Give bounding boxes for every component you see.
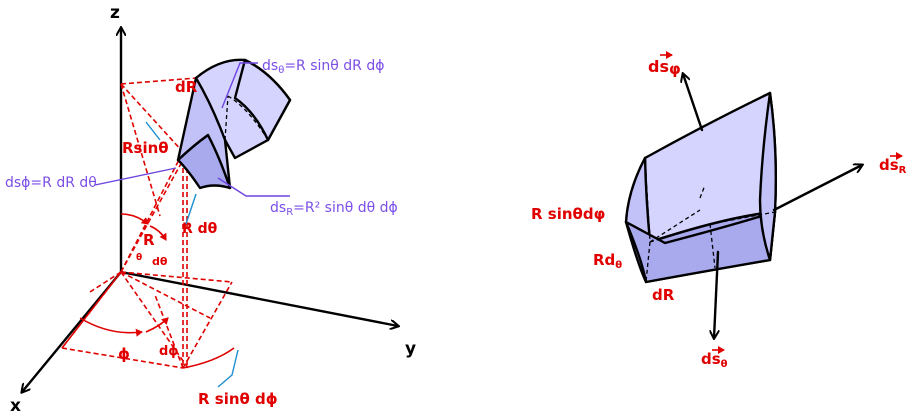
right-r-sintheta-dphi-label: R sinθdφ — [531, 205, 605, 223]
y-axis — [119, 270, 398, 326]
ds-R-formula: dsR=R² sinθ dθ dϕ — [270, 200, 398, 218]
svg-text:dsφ: dsφ — [648, 57, 681, 78]
left-rsintheta-label: Rsinθ — [122, 139, 169, 157]
ds-phi-leader — [94, 167, 177, 186]
phi-arc — [79, 317, 143, 337]
right-r-dtheta-label: Rdθ — [593, 251, 622, 271]
left-theta-label: θ — [136, 253, 142, 263]
ds-theta-leader — [221, 62, 258, 109]
right-ds-theta-label: dsθ — [701, 346, 728, 370]
x-axis-label: x — [10, 396, 21, 415]
right-diagram: dsφ dsR dsθ R sinθdφ Rdθ dR — [531, 51, 907, 370]
ds-phi-formula: dsϕ=R dR dθ — [5, 175, 97, 191]
dphi-arc — [145, 317, 169, 333]
right-dR-label: dR — [652, 286, 675, 304]
left-R-dtheta-label: R dθ — [182, 221, 218, 237]
svg-text:dsR: dsR — [879, 156, 907, 176]
left-diagram: z y x — [5, 3, 416, 415]
rsintheta-leader — [145, 121, 161, 141]
left-dtheta-label: dθ — [152, 255, 168, 268]
theta-arc — [120, 213, 149, 225]
left-R-label: R — [143, 231, 155, 249]
left-dphi-label: dϕ — [159, 344, 179, 359]
r-dtheta-leader — [185, 193, 197, 225]
construction-lines — [61, 77, 233, 369]
ds-theta-formula: dsθ=R sinθ dR dϕ — [262, 58, 384, 76]
right-ds-R-label: dsR — [879, 152, 907, 176]
right-ds-phi-label: dsφ — [648, 51, 681, 78]
right-face — [758, 91, 778, 262]
left-dR-label: dR — [175, 78, 198, 96]
front-face-lower — [624, 210, 777, 284]
dtheta-arc — [149, 225, 167, 241]
left-r-sintheta-dphi-label: R sinθ dϕ — [198, 390, 278, 408]
ds-phi-arrow — [683, 74, 704, 132]
ds-R-arrow — [772, 165, 862, 212]
left-volume-element — [176, 58, 292, 190]
z-axis-label: z — [110, 3, 120, 23]
svg-text:dsθ: dsθ — [701, 350, 728, 370]
left-phi-label: ϕ — [118, 345, 130, 363]
y-axis-label: y — [405, 339, 416, 359]
ds-R-leader — [217, 177, 290, 197]
r-sintheta-dphi-arc — [182, 347, 235, 369]
r-sintheta-dphi-leader — [217, 349, 239, 388]
ds-theta-arrow — [714, 250, 718, 338]
